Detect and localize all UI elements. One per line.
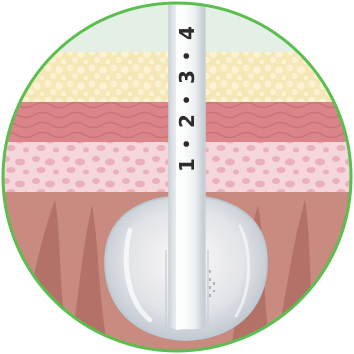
depth-mark-dot: • bbox=[178, 139, 197, 149]
depth-mark-number: 2 bbox=[175, 114, 199, 128]
depth-mark-dot: • bbox=[178, 95, 197, 105]
depth-mark-number: 1 bbox=[175, 158, 199, 172]
depth-mark-dot: • bbox=[178, 51, 197, 61]
depth-mark-number: 3 bbox=[175, 70, 199, 84]
depth-mark-number: 4 bbox=[175, 26, 199, 40]
